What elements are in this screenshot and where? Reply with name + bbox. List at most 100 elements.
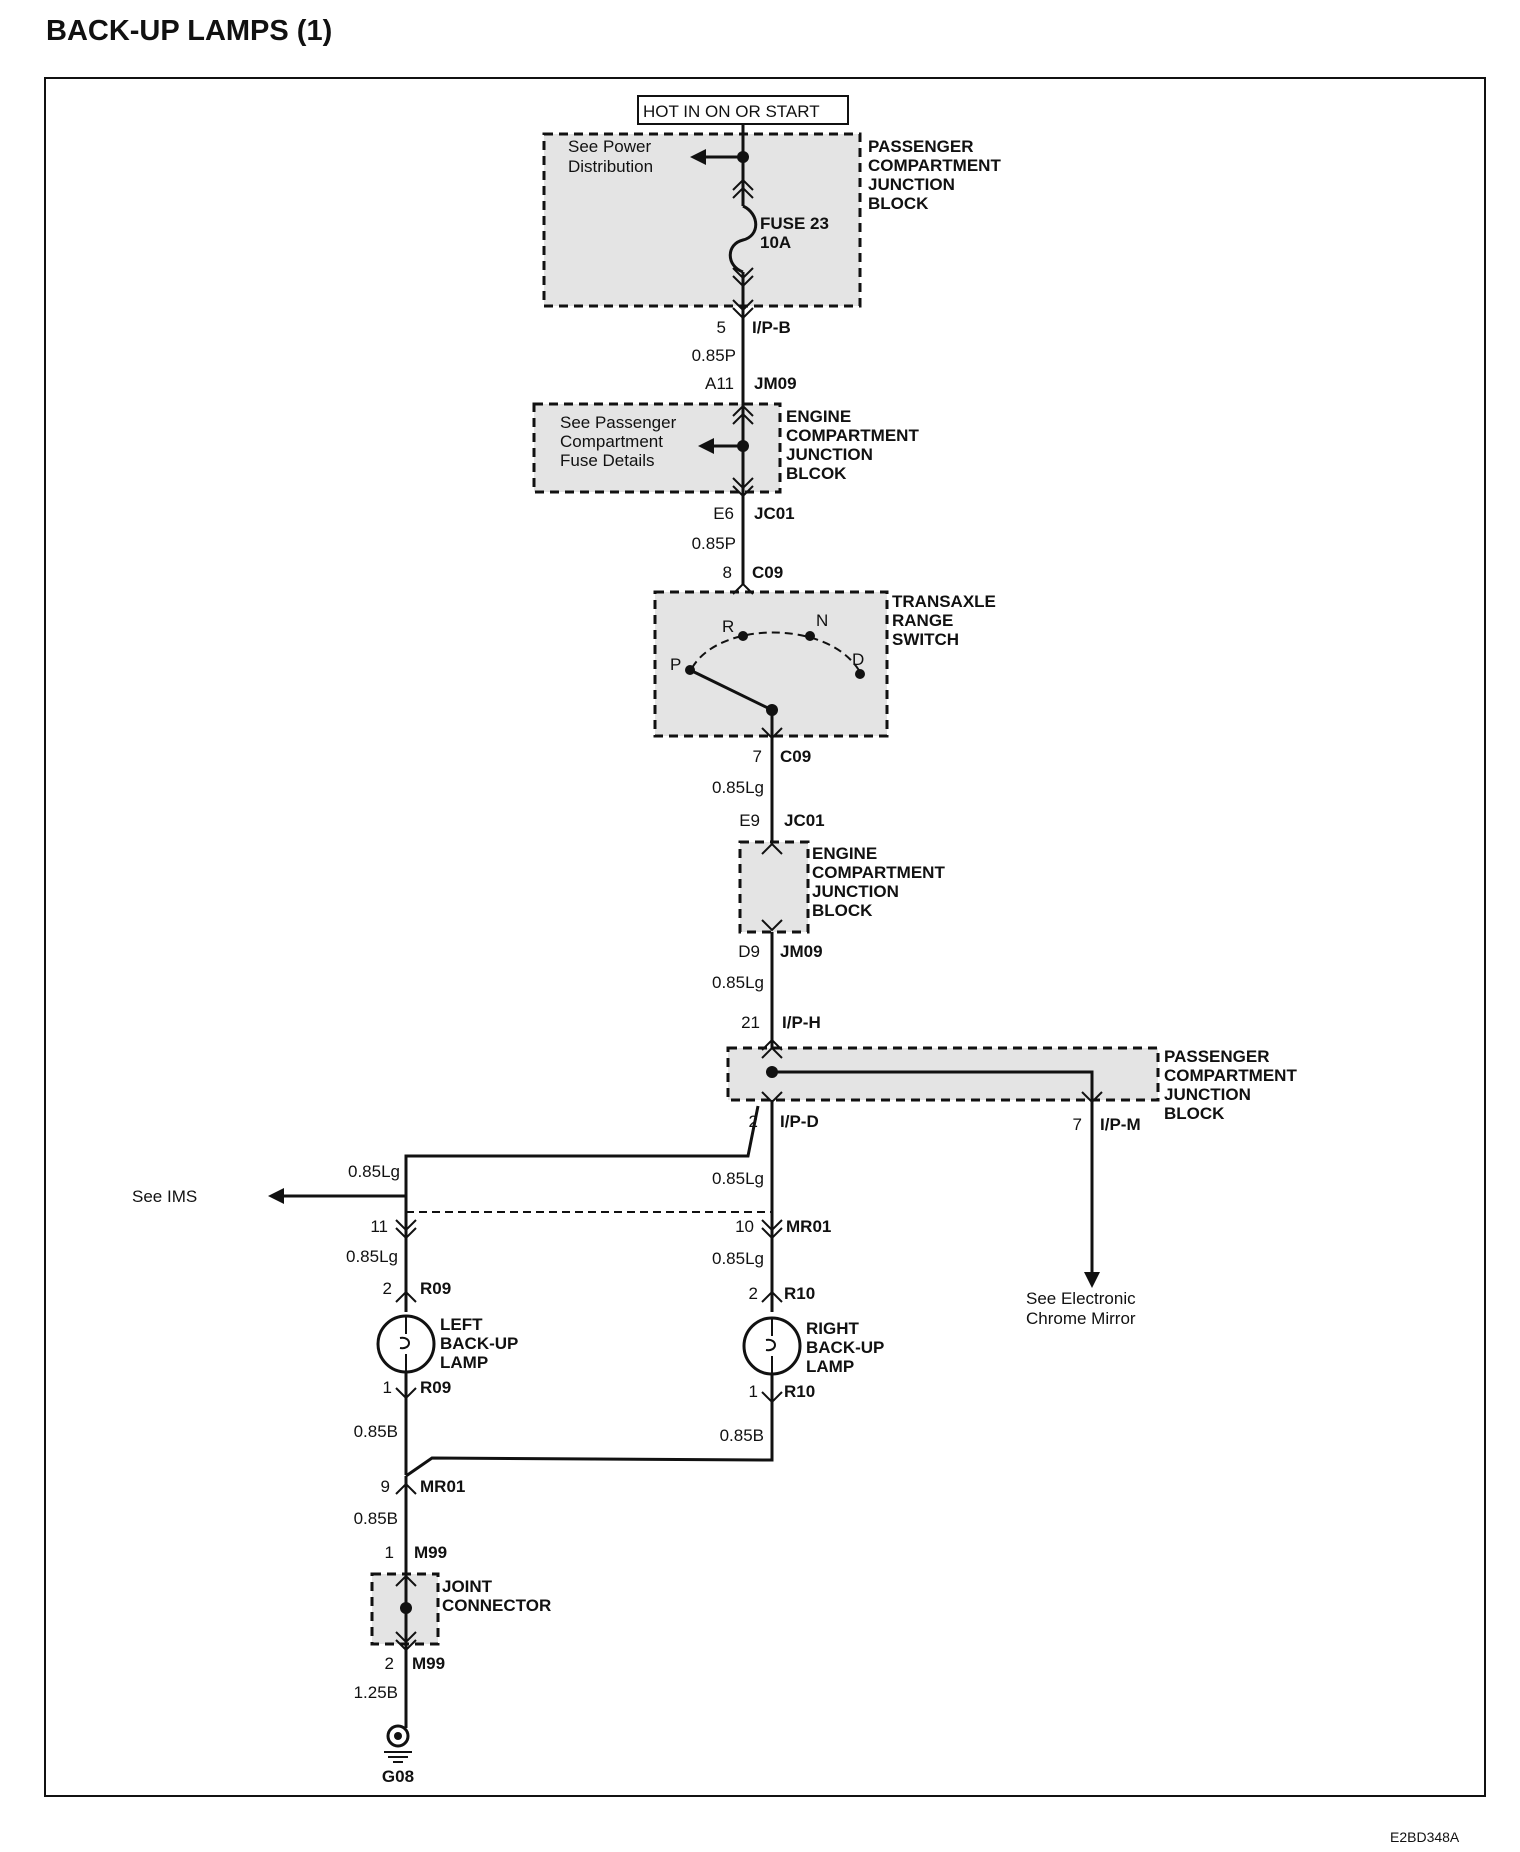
pin-c09-bot: 7	[753, 747, 762, 766]
left-back-up-lamp: LEFT BACK-UP LAMP	[376, 1314, 518, 1374]
left-lamp-name-2: BACK-UP	[440, 1334, 518, 1353]
power-source-label: HOT IN ON OR START	[643, 102, 820, 121]
wire-label-8: 0.85Lg	[712, 1249, 764, 1268]
see-ims: See IMS	[132, 1187, 197, 1206]
pin-jm09-mid: D9	[738, 942, 760, 961]
pcjb-top-name-4: BLOCK	[868, 194, 929, 213]
ecjb-mid-name-4: BLOCK	[812, 901, 873, 920]
ecjb-mid-name-2: COMPARTMENT	[812, 863, 945, 882]
wire-label-9: 0.85B	[354, 1422, 398, 1441]
conn-ipd: I/P-D	[780, 1112, 819, 1131]
wire-label-5: 0.85Lg	[348, 1162, 400, 1181]
conn-jc01-mid: JC01	[784, 811, 825, 830]
switch-pos-r: R	[722, 617, 734, 636]
pin-r10-top: 2	[749, 1284, 758, 1303]
wire-label-7: 0.85Lg	[346, 1247, 398, 1266]
pin-m99-top: 1	[385, 1543, 394, 1562]
pcjb-top-name-2: COMPARTMENT	[868, 156, 1001, 175]
switch-pos-n: N	[816, 611, 828, 630]
conn-m99-bot: M99	[412, 1654, 445, 1673]
conn-r10-bot: R10	[784, 1382, 815, 1401]
joint-name-1: JOINT	[442, 1577, 493, 1596]
pcjb-mid-name-4: BLOCK	[1164, 1104, 1225, 1123]
lamp-bulb-icon	[765, 1318, 776, 1374]
fuse-23-label: FUSE 23	[760, 214, 829, 233]
conn-mr01-right: MR01	[786, 1217, 831, 1236]
left-lamp-name-1: LEFT	[440, 1315, 483, 1334]
wire-label-1: 0.85P	[692, 346, 736, 365]
pin-ipm: 7	[1073, 1115, 1082, 1134]
conn-ipm: I/P-M	[1100, 1115, 1141, 1134]
conn-r09-top: R09	[420, 1279, 451, 1298]
pcjb-mid-name-2: COMPARTMENT	[1164, 1066, 1297, 1085]
joint-connector: JOINT CONNECTOR	[370, 1572, 551, 1646]
diagram-frame	[44, 77, 1486, 1797]
ecjb-top-name-4: BLCOK	[786, 464, 847, 483]
pin-r09-top: 2	[383, 1279, 392, 1298]
transaxle-name-1: TRANSAXLE	[892, 592, 996, 611]
pin-mr01-left: 11	[370, 1217, 388, 1236]
arrow-down-icon	[1084, 1272, 1100, 1288]
pin-ipd: 2	[749, 1112, 758, 1131]
switch-contact-n	[805, 631, 815, 641]
passenger-junction-block-mid: PASSENGER COMPARTMENT JUNCTION BLOCK	[726, 1046, 1297, 1123]
left-lamp-name-3: LAMP	[440, 1353, 488, 1372]
pin-c09-top: 8	[723, 563, 732, 582]
conn-ipb: I/P-B	[752, 318, 791, 337]
pcjb-mid-name-1: PASSENGER	[1164, 1047, 1270, 1066]
pin-r10-bot: 1	[749, 1382, 758, 1401]
see-mirror-2: Chrome Mirror	[1026, 1309, 1136, 1328]
pin-r09-bot: 1	[383, 1378, 392, 1397]
pin-ipb: 5	[717, 318, 726, 337]
arrow-left-icon	[698, 438, 714, 454]
fuse-icon	[728, 204, 758, 274]
switch-arm	[689, 668, 773, 712]
see-power-distribution-1: See Power	[568, 137, 651, 156]
pcjb-top-name-3: JUNCTION	[868, 175, 955, 194]
conn-r09-bot: R09	[420, 1378, 451, 1397]
passenger-junction-block-top: See Power Distribution PASSENGER COMPART…	[542, 132, 1001, 308]
diagram-code: E2BD348A	[1390, 1829, 1460, 1845]
transaxle-name-3: SWITCH	[892, 630, 959, 649]
switch-contact-r	[738, 631, 748, 641]
conn-iph: I/P-H	[782, 1013, 821, 1032]
see-passenger-fuse-1: See Passenger	[560, 413, 677, 432]
ecjb-top-name-2: COMPARTMENT	[786, 426, 919, 445]
pin-m99-bot: 2	[385, 1654, 394, 1673]
ecjb-top-name-3: JUNCTION	[786, 445, 873, 464]
pin-mr01-right: 10	[735, 1217, 754, 1236]
pin-iph: 21	[741, 1013, 760, 1032]
wire-label-11: 0.85B	[354, 1509, 398, 1528]
joint-name-2: CONNECTOR	[442, 1596, 551, 1615]
conn-jm09-top: JM09	[754, 374, 797, 393]
pin-mr01-gnd: 9	[381, 1477, 390, 1496]
see-passenger-fuse-3: Fuse Details	[560, 451, 654, 470]
conn-mr01-gnd: MR01	[420, 1477, 465, 1496]
see-power-distribution-2: Distribution	[568, 157, 653, 176]
transaxle-range-switch: TRANSAXLE RANGE SWITCH R N P D	[653, 590, 996, 738]
see-mirror-1: See Electronic	[1026, 1289, 1136, 1308]
wire-label-4: 0.85Lg	[712, 973, 764, 992]
switch-contact-d	[855, 669, 865, 679]
see-passenger-fuse-2: Compartment	[560, 432, 663, 451]
wire-label-6: 0.85Lg	[712, 1169, 764, 1188]
fuse-23-rating: 10A	[760, 233, 791, 252]
right-lamp-name-1: RIGHT	[806, 1319, 860, 1338]
wire-label-3: 0.85Lg	[712, 778, 764, 797]
lamp-bulb-icon	[399, 1316, 410, 1372]
conn-m99-top: M99	[414, 1543, 447, 1562]
conn-r10-top: R10	[784, 1284, 815, 1303]
diagram-title: BACK-UP LAMPS (1)	[46, 15, 332, 47]
pin-jc01-top: E6	[713, 504, 734, 523]
pcjb-mid-name-3: JUNCTION	[1164, 1085, 1251, 1104]
ground-icon	[384, 1724, 412, 1763]
ecjb-mid-name-3: JUNCTION	[812, 882, 899, 901]
ground-label: G08	[382, 1767, 414, 1786]
switch-pos-d: D	[852, 650, 864, 669]
conn-jm09-mid: JM09	[780, 942, 823, 961]
right-lamp-name-2: BACK-UP	[806, 1338, 884, 1357]
wire-label-12: 1.25B	[354, 1683, 398, 1702]
arrow-left-icon	[268, 1188, 284, 1204]
ecjb-mid-name-1: ENGINE	[812, 844, 877, 863]
